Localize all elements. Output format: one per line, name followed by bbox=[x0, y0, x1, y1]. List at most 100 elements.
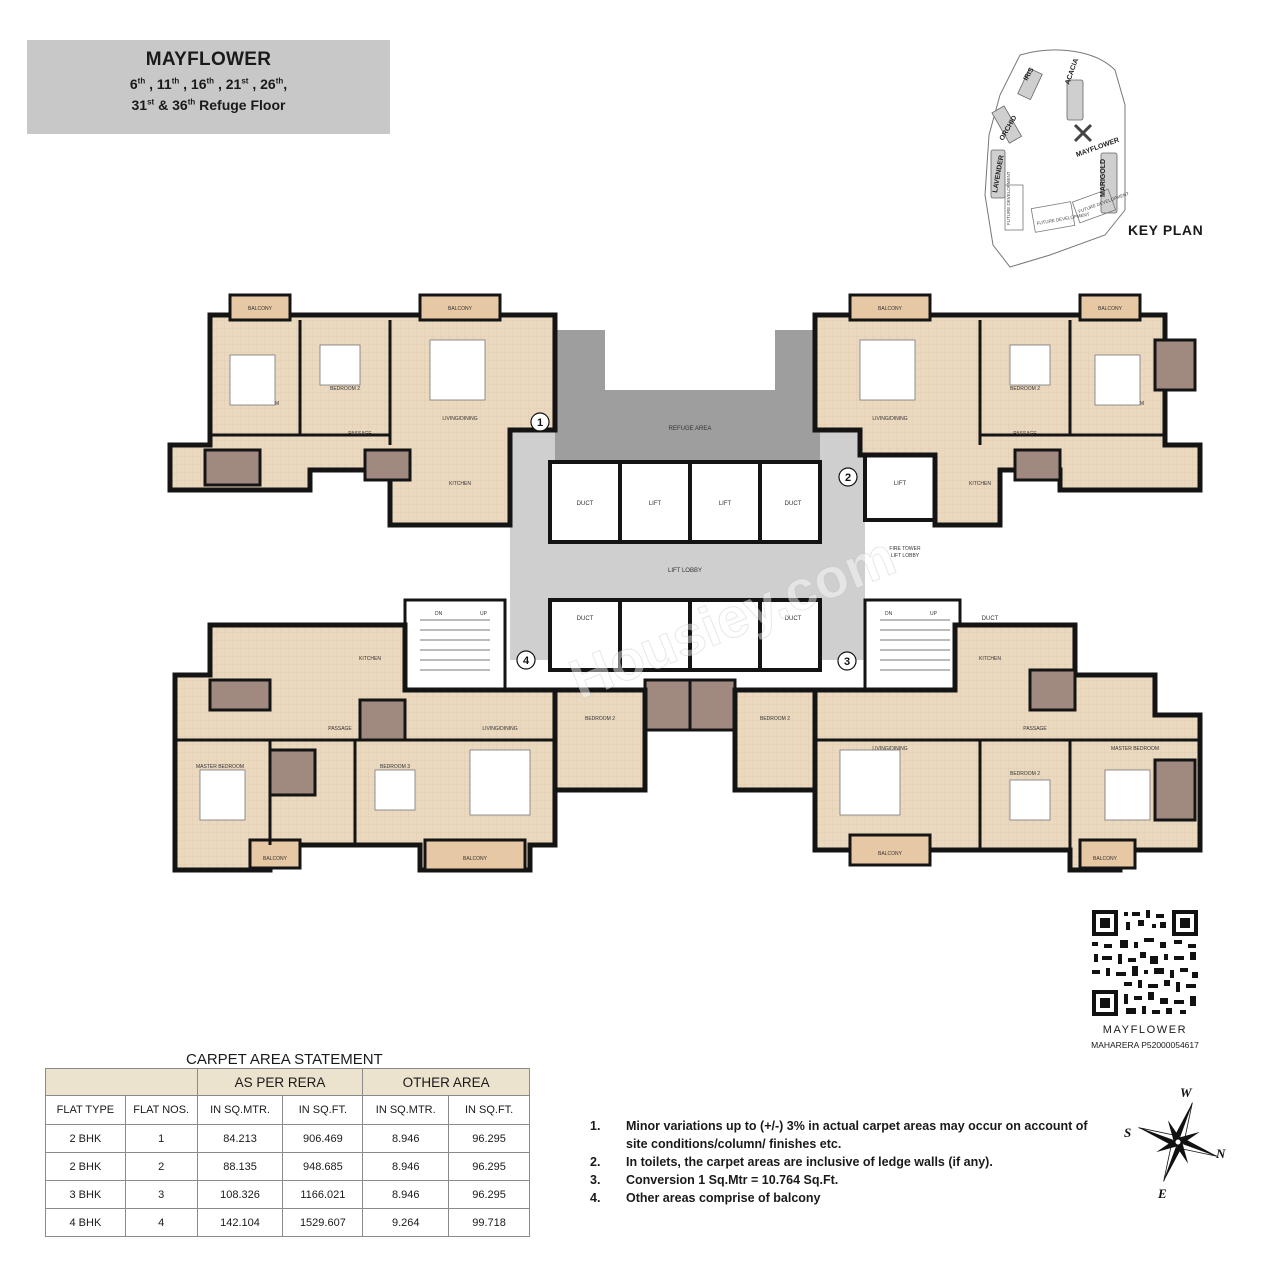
floor-list-line-1: 6th , 11th , 16th , 21st , 26th, bbox=[129, 76, 288, 92]
table-cell: 1166.021 bbox=[282, 1180, 364, 1209]
svg-text:BALCONY: BALCONY bbox=[248, 306, 273, 312]
floor-list-line-2: 31st & 36th Refuge Floor bbox=[131, 97, 286, 113]
core-area: REFUGE AREA LIFT LOBBY FIRE TOWER LIFT L… bbox=[403, 330, 999, 692]
note-item: 4. Other areas comprise of balcony bbox=[590, 1191, 821, 1205]
table-cell: 906.469 bbox=[282, 1124, 364, 1153]
table-column-header: FLAT TYPE FLAT NOS. IN SQ.MTR. IN SQ.FT.… bbox=[45, 1095, 530, 1125]
svg-text:BALCONY: BALCONY bbox=[1093, 856, 1118, 862]
table-cell: 8.946 bbox=[362, 1152, 450, 1181]
svg-text:LIFT: LIFT bbox=[649, 501, 662, 507]
svg-text:LIVING/DINING: LIVING/DINING bbox=[482, 726, 517, 732]
column-header: IN SQ.FT. bbox=[282, 1095, 364, 1125]
qr-title: MAYFLOWER bbox=[1102, 1024, 1188, 1036]
table-cell: 99.718 bbox=[448, 1208, 530, 1237]
table-row: 3 BHK 3 108.326 1166.021 8.946 96.295 bbox=[45, 1180, 530, 1209]
svg-text:DUCT: DUCT bbox=[785, 616, 802, 622]
table-cell: 3 BHK bbox=[45, 1180, 126, 1209]
table-cell: 2 BHK bbox=[45, 1152, 126, 1181]
svg-text:KITCHEN: KITCHEN bbox=[979, 656, 1001, 662]
svg-text:DUCT: DUCT bbox=[577, 616, 594, 622]
svg-text:BALCONY: BALCONY bbox=[463, 856, 488, 862]
flat-4 bbox=[172, 622, 558, 873]
svg-text:UP: UP bbox=[480, 611, 488, 617]
floor-plan: REFUGE AREA LIFT LOBBY FIRE TOWER LIFT L… bbox=[167, 293, 1203, 873]
svg-text:N: N bbox=[1215, 1146, 1226, 1161]
svg-text:BALCONY: BALCONY bbox=[1098, 306, 1123, 312]
note-item: 1. Minor variations up to (+/-) 3% in ac… bbox=[590, 1119, 1088, 1133]
svg-text:BEDROOM 3: BEDROOM 3 bbox=[380, 764, 410, 770]
carpet-area-table: AS PER RERA OTHER AREA FLAT TYPE FLAT NO… bbox=[45, 1068, 530, 1237]
table-cell: 9.264 bbox=[362, 1208, 450, 1237]
svg-text:LIFT: LIFT bbox=[719, 501, 732, 507]
svg-text:KITCHEN: KITCHEN bbox=[359, 656, 381, 662]
svg-text:3: 3 bbox=[844, 656, 850, 668]
svg-text:LIFT LOBBY: LIFT LOBBY bbox=[668, 568, 702, 574]
svg-text:PASSAGE: PASSAGE bbox=[328, 726, 352, 732]
svg-text:DN: DN bbox=[885, 611, 893, 617]
svg-text:1: 1 bbox=[537, 417, 543, 429]
svg-text:REFUGE AREA: REFUGE AREA bbox=[669, 426, 712, 432]
svg-text:DUCT: DUCT bbox=[982, 616, 999, 622]
svg-text:DUCT: DUCT bbox=[785, 501, 802, 507]
column-header: FLAT TYPE bbox=[45, 1095, 126, 1125]
table-cell: 1529.607 bbox=[282, 1208, 364, 1237]
svg-text:BALCONY: BALCONY bbox=[878, 851, 903, 857]
building-title: MAYFLOWER bbox=[145, 49, 272, 70]
table-row: 2 BHK 2 88.135 948.685 8.946 96.295 bbox=[45, 1152, 530, 1181]
table-cell: 3 bbox=[124, 1180, 198, 1209]
svg-text:MARIGOLD: MARIGOLD bbox=[1100, 159, 1107, 197]
table-cell: 4 bbox=[124, 1208, 198, 1237]
group-header-other: OTHER AREA bbox=[362, 1068, 530, 1096]
table-cell: 96.295 bbox=[448, 1180, 530, 1209]
svg-text:LIFT: LIFT bbox=[894, 481, 907, 487]
svg-text:LIFT LOBBY: LIFT LOBBY bbox=[891, 553, 920, 559]
table-cell: 96.295 bbox=[448, 1124, 530, 1153]
note-item: 2. In toilets, the carpet areas are incl… bbox=[590, 1155, 993, 1169]
group-header-rera: AS PER RERA bbox=[196, 1068, 364, 1096]
svg-text:BALCONY: BALCONY bbox=[878, 306, 903, 312]
rera-number: MAHARERA P52000054617 bbox=[1091, 1040, 1199, 1050]
column-header: FLAT NOS. bbox=[124, 1095, 198, 1125]
svg-text:KITCHEN: KITCHEN bbox=[449, 481, 471, 487]
carpet-area-title: CARPET AREA STATEMENT bbox=[186, 1051, 383, 1068]
svg-text:4: 4 bbox=[523, 655, 530, 667]
svg-text:BEDROOM 2: BEDROOM 2 bbox=[760, 716, 790, 722]
svg-text:BEDROOM 2: BEDROOM 2 bbox=[585, 716, 615, 722]
svg-text:BEDROOM 2: BEDROOM 2 bbox=[1010, 771, 1040, 777]
svg-text:FIRE TOWER: FIRE TOWER bbox=[889, 546, 921, 552]
svg-text:FUTURE DEVELOPMENT: FUTURE DEVELOPMENT bbox=[1006, 171, 1011, 225]
table-cell: 108.326 bbox=[196, 1180, 284, 1209]
column-header: IN SQ.MTR. bbox=[362, 1095, 450, 1125]
table-cell: 1 bbox=[124, 1124, 198, 1153]
svg-text:BALCONY: BALCONY bbox=[448, 306, 473, 312]
svg-text:2: 2 bbox=[845, 472, 851, 484]
svg-text:PASSAGE: PASSAGE bbox=[1013, 431, 1037, 437]
svg-text:BEDROOM 2: BEDROOM 2 bbox=[330, 386, 360, 392]
table-cell: 88.135 bbox=[196, 1152, 284, 1181]
key-plan-label: KEY PLAN bbox=[1128, 222, 1204, 238]
title-box: MAYFLOWER 6th , 11th , 16th , 21st , 26t… bbox=[27, 40, 390, 134]
svg-text:E: E bbox=[1157, 1186, 1167, 1201]
table-cell: 2 BHK bbox=[45, 1124, 126, 1153]
table-cell: 2 bbox=[124, 1152, 198, 1181]
column-header: IN SQ.FT. bbox=[448, 1095, 530, 1125]
table-row: 2 BHK 1 84.213 906.469 8.946 96.295 bbox=[45, 1124, 530, 1153]
svg-text:S: S bbox=[1124, 1125, 1131, 1140]
table-cell: 948.685 bbox=[282, 1152, 364, 1181]
svg-text:LIVING/DINING: LIVING/DINING bbox=[872, 746, 907, 752]
notes-list: 1. Minor variations up to (+/-) 3% in ac… bbox=[590, 1117, 1088, 1207]
svg-text:DN: DN bbox=[435, 611, 443, 617]
table-cell: 142.104 bbox=[196, 1208, 284, 1237]
table-cell: 8.946 bbox=[362, 1124, 450, 1153]
svg-text:LIVING/DINING: LIVING/DINING bbox=[442, 416, 477, 422]
svg-text:BEDROOM 2: BEDROOM 2 bbox=[1010, 386, 1040, 392]
svg-text:PASSAGE: PASSAGE bbox=[1023, 726, 1047, 732]
table-cell: 84.213 bbox=[196, 1124, 284, 1153]
table-group-header: AS PER RERA OTHER AREA bbox=[45, 1068, 530, 1096]
compass-rose-icon: W N S E bbox=[1124, 1085, 1226, 1201]
note-continuation: site conditions/column/ finishes etc. bbox=[626, 1137, 842, 1151]
svg-text:UP: UP bbox=[930, 611, 938, 617]
table-cell: 96.295 bbox=[448, 1152, 530, 1181]
qr-code bbox=[1090, 908, 1200, 1018]
svg-text:DUCT: DUCT bbox=[577, 501, 594, 507]
